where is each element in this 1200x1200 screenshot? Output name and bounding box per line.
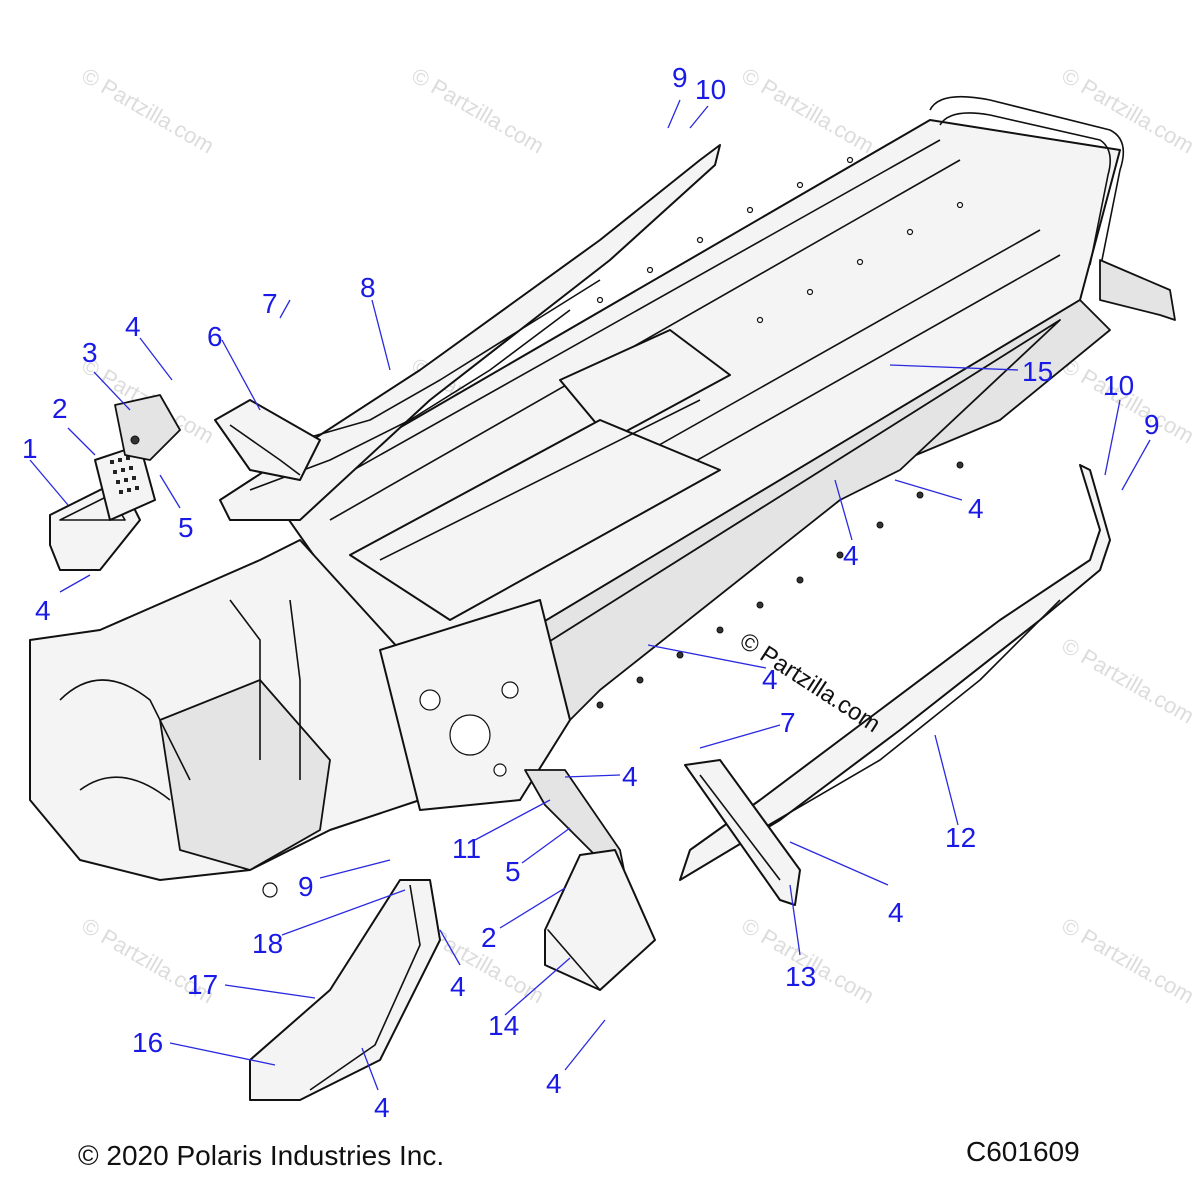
callout-11: 11 xyxy=(452,833,481,864)
callout-4: 4 xyxy=(125,311,141,342)
part-2-grille-upper xyxy=(94,444,156,521)
callout-5: 5 xyxy=(505,856,521,887)
callout-4: 4 xyxy=(762,664,778,695)
callout-4: 4 xyxy=(546,1068,562,1099)
callout-18: 18 xyxy=(252,928,283,959)
part-16-panel xyxy=(249,879,441,1101)
callout-17: 17 xyxy=(187,969,218,1000)
watermark-text: © Partzilla.com xyxy=(738,63,879,159)
callout-3: 3 xyxy=(82,337,98,368)
leader-lines xyxy=(29,99,1151,1091)
callout-2: 2 xyxy=(52,393,68,424)
callout-9: 9 xyxy=(672,62,688,93)
chassis-tunnel xyxy=(274,95,1176,731)
copyright-text: © 2020 Polaris Industries Inc. xyxy=(78,1140,445,1171)
callout-7: 7 xyxy=(780,707,796,738)
callout-14: 14 xyxy=(488,1010,519,1041)
callout-4: 4 xyxy=(35,595,51,626)
callout-9: 9 xyxy=(1144,409,1160,440)
front-bulkhead xyxy=(29,539,571,898)
part-3-bracket xyxy=(114,394,181,461)
watermark-text: © Partzilla.com xyxy=(408,63,549,159)
part-12-right-running-board xyxy=(679,464,1111,881)
part-6-left-footrest xyxy=(214,399,321,481)
callout-10: 10 xyxy=(695,74,726,105)
callout-6: 6 xyxy=(207,321,223,352)
callout-7: 7 xyxy=(262,288,278,319)
part-14-plate xyxy=(544,849,656,991)
part-13-right-footrest xyxy=(684,759,801,906)
callout-4: 4 xyxy=(374,1092,390,1123)
callout-15: 15 xyxy=(1022,356,1053,387)
callout-16: 16 xyxy=(132,1027,163,1058)
watermark-text: © Partzilla.com xyxy=(78,63,219,159)
watermark-text: © Partzilla.com xyxy=(1058,633,1199,729)
callout-4: 4 xyxy=(968,493,984,524)
deck-rivets xyxy=(596,156,964,324)
callout-4: 4 xyxy=(888,897,904,928)
figure-id: C601609 xyxy=(966,1136,1080,1167)
callout-4: 4 xyxy=(622,761,638,792)
callout-12: 12 xyxy=(945,822,976,853)
callout-10: 10 xyxy=(1103,370,1134,401)
watermark-text: © Partzilla.com xyxy=(1058,913,1199,1009)
callout-5: 5 xyxy=(178,512,194,543)
callout-9: 9 xyxy=(298,871,314,902)
inline-watermark: © Partzilla.com xyxy=(735,627,885,738)
callout-1: 1 xyxy=(22,433,38,464)
callout-4: 4 xyxy=(843,540,859,571)
side-rivets xyxy=(596,461,964,709)
callout-4: 4 xyxy=(450,971,466,1002)
callouts: 1 2 3 4 4 5 6 7 8 9 10 15 10 9 4 4 4 7 4… xyxy=(22,62,1160,1123)
callout-13: 13 xyxy=(785,961,816,992)
callout-8: 8 xyxy=(360,272,376,303)
callout-2: 2 xyxy=(481,922,497,953)
